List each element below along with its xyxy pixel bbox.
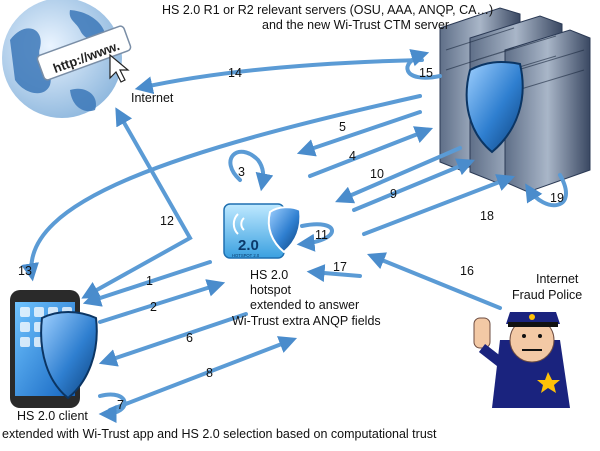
arrow-1 (82, 260, 212, 307)
arrow-3 (228, 149, 274, 192)
client-shield-icon (40, 311, 98, 400)
arrow-9 (352, 158, 475, 212)
arrow-19 (525, 173, 568, 208)
arrow-14 (134, 58, 424, 95)
hotspot-label-line3: extended to answer (250, 298, 360, 312)
arrow-number-16: 16 (460, 264, 474, 278)
server-label-line1: HS 2.0 R1 or R2 relevant servers (OSU, A… (162, 3, 494, 17)
police-label-line2: Fraud Police (512, 288, 583, 302)
hotspot-label-line2: hotspot (250, 283, 292, 297)
client-label-line2: extended with Wi-Trust app and HS 2.0 se… (2, 427, 437, 441)
arrow-16 (366, 252, 502, 310)
arrow-5 (296, 110, 422, 157)
arrow-17 (306, 264, 362, 283)
server-stack-icon (439, 7, 591, 193)
arrow-number-3: 3 (238, 165, 245, 179)
arrow-13 (21, 94, 422, 282)
arrow-number-1: 1 (146, 274, 153, 288)
arrow-number-11: 11 (315, 228, 328, 242)
internet-label: Internet (131, 91, 174, 105)
arrow-number-15: 15 (419, 66, 433, 80)
arrow-number-8: 8 (206, 366, 213, 380)
arrow-10 (335, 146, 462, 204)
arrow-number-14: 14 (228, 66, 242, 80)
hotspot-badge-big: 2.0 (238, 237, 259, 254)
arrow-2 (98, 279, 226, 324)
arrow-number-18: 18 (480, 209, 494, 223)
arrow-12 (81, 107, 193, 299)
arrow-18 (362, 174, 516, 236)
arrow-number-2: 2 (150, 300, 157, 314)
server-shield-icon (465, 61, 524, 154)
arrow-number-4: 4 (349, 149, 356, 163)
server-label-line2: and the new Wi-Trust CTM server (262, 18, 450, 32)
arrow-4 (308, 126, 434, 178)
arrow-number-6: 6 (186, 331, 193, 345)
phone-icon (10, 290, 98, 408)
arrow-number-5: 5 (339, 120, 346, 134)
arrow-number-17: 17 (333, 260, 347, 274)
arrow-number-7: 7 (117, 398, 124, 412)
arrow-7 (98, 392, 127, 423)
arrow-number-12: 12 (160, 214, 174, 228)
arrow-number-10: 10 (370, 167, 384, 181)
hotspot-label-line4: Wi-Trust extra ANQP fields (232, 314, 381, 328)
police-icon (473, 312, 570, 408)
arrow-number-13: 13 (18, 264, 32, 278)
hotspot-badge-small: HOTSPOT 2.0 (232, 253, 260, 258)
arrow-number-9: 9 (390, 187, 397, 201)
hotspot-icon: 2.0 HOTSPOT 2.0 (223, 203, 302, 259)
arrow-6 (98, 312, 248, 367)
arrow-8 (108, 336, 298, 412)
arrow-11 (296, 222, 334, 252)
police-label-line1: Internet (536, 272, 579, 286)
arrow-number-19: 19 (550, 191, 564, 205)
arrow-15 (405, 49, 442, 80)
globe-icon: http://www. (2, 0, 132, 118)
client-label-line1: HS 2.0 client (17, 409, 88, 423)
arrows (21, 49, 568, 423)
hotspot-label-line1: HS 2.0 (250, 268, 289, 282)
